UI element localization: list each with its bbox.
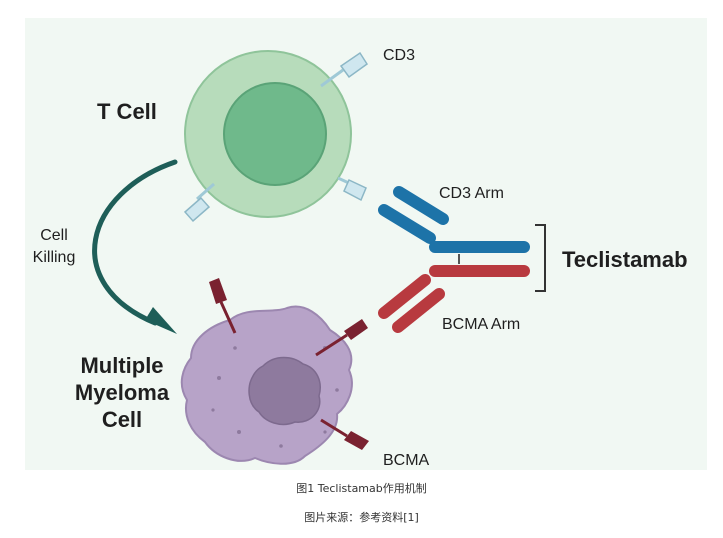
cd3-arm-lower (378, 204, 436, 244)
diagram-background (25, 18, 707, 470)
t-cell-label: T Cell (97, 99, 157, 124)
teclistamab-antibody (378, 186, 530, 333)
cell-killing-arrow (92, 159, 178, 334)
cd3-receptor-left (183, 182, 215, 223)
t-cell-nucleus (223, 82, 327, 186)
cell-killing-label-line1: Cell (40, 227, 68, 244)
teclistamab-label: Teclistamab (562, 247, 688, 272)
cd3-receptor-top (320, 51, 369, 88)
myeloma-label-line2: Myeloma (75, 380, 170, 405)
bcma-arm-upper (378, 274, 431, 319)
figure-caption: 图1 Teclistamab作用机制 (296, 482, 427, 495)
myeloma-label-line1: Multiple (80, 353, 163, 378)
figure-source: 图片来源：参考资料[1] (304, 511, 419, 524)
bcma-receptor-top (209, 278, 237, 334)
t-cell (184, 50, 352, 218)
myeloma-nucleus (248, 356, 321, 426)
cd3-label: CD3 (383, 47, 415, 64)
bcma-label: BCMA (383, 452, 430, 469)
bcma-arm-lower (392, 288, 445, 333)
myeloma-label-line3: Cell (102, 407, 142, 432)
myeloma-cell (180, 305, 353, 465)
mechanism-diagram: T Cell CD3 CD3 Arm Teclistamab BCMA Arm … (25, 18, 707, 470)
bcma-receptor-right (315, 319, 368, 357)
cd3-arm-label: CD3 Arm (439, 185, 504, 202)
cd3-arm-upper (393, 186, 449, 225)
cd3-receptor-right (337, 176, 367, 202)
bcma-arm-label: BCMA Arm (442, 316, 520, 333)
bcma-receptor-bottom (320, 418, 369, 450)
teclistamab-bracket (535, 224, 546, 292)
cell-killing-label-line2: Killing (33, 249, 76, 266)
